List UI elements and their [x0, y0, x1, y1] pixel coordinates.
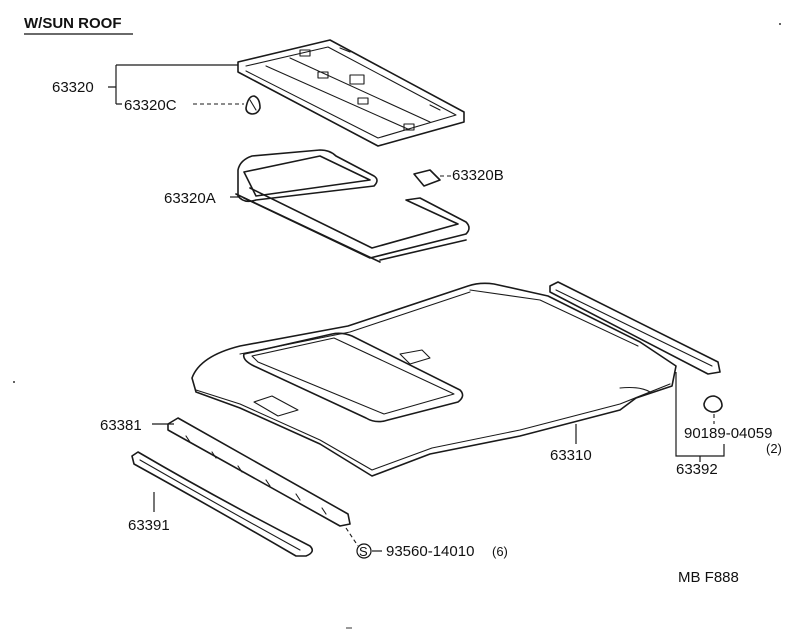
sunroof-seal-frame: [235, 149, 470, 263]
diagram-title: W/SUN ROOF: [24, 15, 122, 32]
label-63391: 63391: [128, 517, 170, 534]
label-63320a: 63320A: [164, 190, 216, 207]
label-93560: 93560-14010: [386, 543, 474, 560]
stray-mark: [13, 381, 15, 383]
label-63320b: 63320B: [452, 167, 504, 184]
label-90189-qty: (2): [766, 441, 782, 456]
label-63381: 63381: [100, 417, 142, 434]
label-63310: 63310: [550, 447, 592, 464]
leader-63320: [108, 64, 238, 105]
clip-90189: [703, 395, 723, 413]
front-trim-63381: [167, 417, 351, 527]
leader-63392: [675, 372, 725, 462]
clip-63320c: [245, 95, 261, 115]
screw-symbol-icon: [356, 543, 372, 559]
label-63320c: 63320C: [124, 97, 177, 114]
clip-63320b: [413, 169, 441, 187]
label-63392: 63392: [676, 461, 718, 478]
diagram-code: MB F888: [678, 569, 739, 586]
roof-headliner: [191, 282, 677, 477]
leader-93560: [345, 527, 359, 547]
label-63320: 63320: [52, 79, 94, 96]
label-93560-qty: (6): [492, 544, 508, 559]
screw-symbol-letter: S: [359, 544, 368, 559]
rear-trim-63392: [549, 281, 721, 375]
stray-mark: [779, 23, 781, 25]
front-moulding-63391: [131, 451, 314, 557]
sunroof-housing: [237, 39, 465, 147]
label-90189: 90189-04059: [684, 425, 772, 442]
